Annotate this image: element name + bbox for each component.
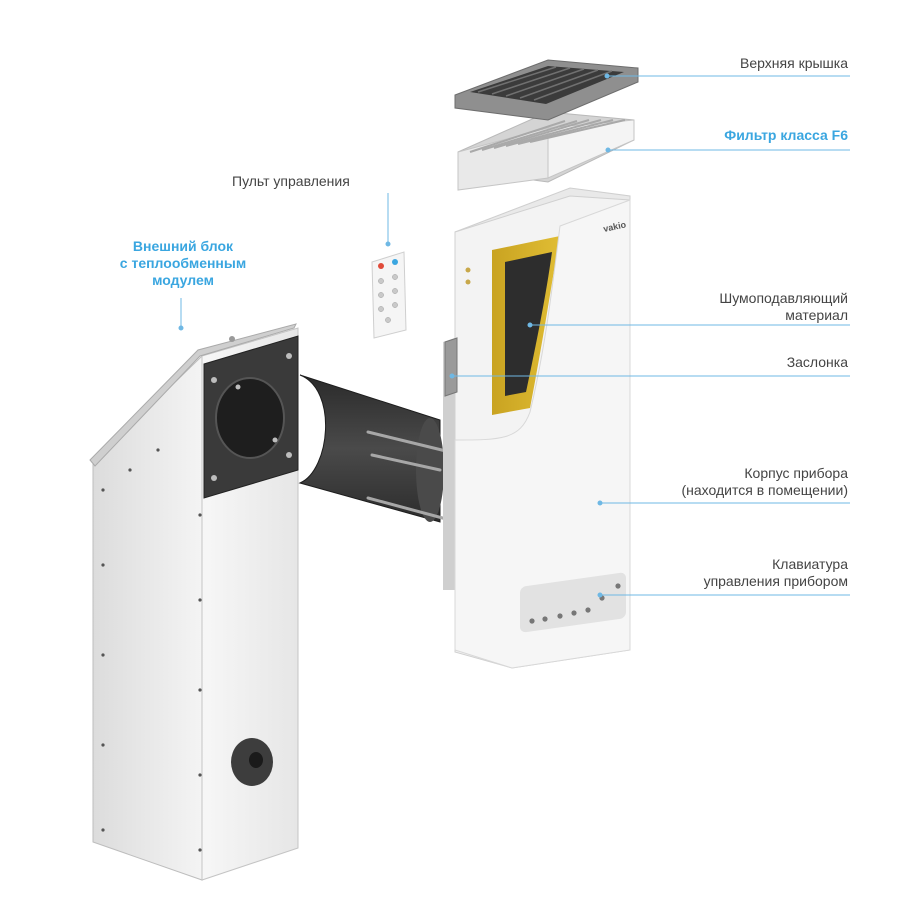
brand-logo: vakio	[602, 219, 627, 234]
outer-block-top-knob	[229, 336, 235, 342]
housing-fittings	[465, 267, 471, 285]
remote-control	[371, 251, 407, 339]
label-keypad-line2: управления прибором	[703, 573, 848, 589]
remote-mode-button	[392, 259, 398, 265]
label-outer-block-line1: Внешний блок	[132, 238, 234, 254]
outer-block-cable-hole	[249, 752, 263, 768]
top-cover-slats	[477, 66, 613, 101]
outer-block	[89, 323, 299, 881]
label-noise-material-line2: материал	[785, 307, 848, 323]
outer-block-left-side	[92, 354, 203, 881]
leader-lines	[178, 73, 850, 598]
damper	[444, 337, 458, 397]
duct-tube	[298, 374, 441, 523]
label-noise-material-line1: Шумоподавляющий	[719, 290, 848, 306]
remote-power-button	[378, 263, 384, 269]
filter-pleats	[469, 119, 626, 153]
label-top-cover: Верхняя крышка	[740, 55, 848, 71]
top-cover	[454, 59, 639, 121]
label-housing-line1: Корпус прибора	[744, 465, 848, 481]
label-noise-material: Шумоподавляющий материал	[719, 290, 848, 324]
outer-block-bolts	[211, 353, 292, 481]
filter-f6	[457, 111, 635, 191]
remote-buttons	[378, 274, 398, 323]
heat-exchanger-duct	[298, 374, 452, 523]
label-damper: Заслонка	[786, 354, 848, 370]
housing-left-edge	[443, 338, 455, 590]
label-keypad-line1: Клавиатура	[772, 556, 848, 572]
outer-block-rivets	[101, 448, 202, 852]
housing-front-cover	[454, 199, 631, 669]
label-keypad: Клавиатура управления прибором	[704, 556, 848, 590]
label-outer-block-line2: с теплообменным	[119, 255, 247, 271]
label-remote: Пульт управления	[232, 173, 350, 189]
label-housing-line2: (находится в помещении)	[681, 482, 848, 498]
duct-rods	[366, 430, 452, 522]
indoor-housing: vakio	[443, 187, 631, 669]
outer-block-duct-opening	[215, 377, 285, 459]
label-housing: Корпус прибора (находится в помещении)	[681, 465, 848, 499]
label-outer-block-line3: модулем	[152, 272, 214, 288]
label-filter: Фильтр класса F6	[724, 127, 848, 143]
label-outer-block: Внешний блок с теплообменным модулем	[113, 238, 253, 289]
remote-body	[371, 251, 407, 339]
outer-block-roof	[89, 323, 297, 467]
